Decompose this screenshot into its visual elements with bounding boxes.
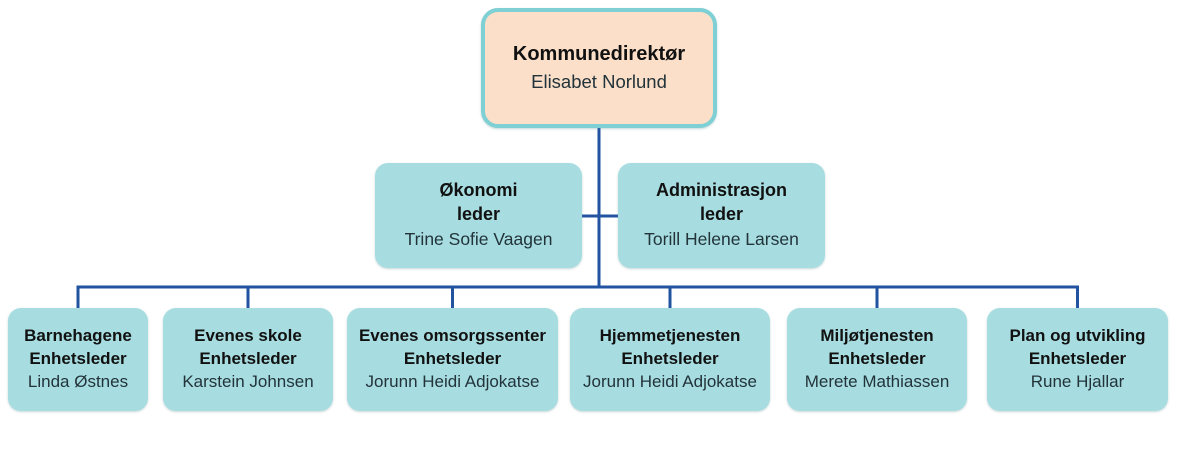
org-box-evenes-omsorgssenter: Evenes omsorgssenter Enhetsleder Jorunn … <box>347 308 558 411</box>
org-box-kommunedirektor: Kommunedirektør Elisabet Norlund <box>481 8 717 128</box>
org-box-name: Trine Sofie Vaagen <box>404 228 553 249</box>
org-box-plan-og-utvikling: Plan og utvikling Enhetsleder Rune Hjall… <box>987 308 1168 411</box>
org-box-title: Miljøtjenesten Enhetsleder <box>820 326 934 368</box>
org-box-title: Hjemmetjenesten Enhetsleder <box>599 326 741 368</box>
org-box-title: Økonomi leder <box>439 180 518 225</box>
org-box-title: Administrasjon leder <box>655 180 788 225</box>
org-box-name: Karstein Johnsen <box>182 371 314 391</box>
org-box-title: Barnehagene Enhetsleder <box>24 326 132 368</box>
org-box-hjemmetjenesten: Hjemmetjenesten Enhetsleder Jorunn Heidi… <box>570 308 770 411</box>
org-box-title: Evenes skole Enhetsleder <box>194 326 302 368</box>
org-box-name: Jorunn Heidi Adjokatse <box>583 371 757 391</box>
org-box-name: Rune Hjallar <box>1030 371 1125 391</box>
org-box-title: Kommunedirektør <box>512 42 686 65</box>
org-box-name: Jorunn Heidi Adjokatse <box>365 371 540 391</box>
org-box-administrasjon-leder: Administrasjon leder Torill Helene Larse… <box>618 163 825 268</box>
org-box-title: Evenes omsorgssenter Enhetsleder <box>358 326 547 368</box>
org-box-okonomi-leder: Økonomi leder Trine Sofie Vaagen <box>375 163 582 268</box>
org-box-name: Merete Mathiassen <box>804 371 950 391</box>
org-box-barnehagene: Barnehagene Enhetsleder Linda Østnes <box>8 308 148 411</box>
org-box-name: Linda Østnes <box>27 371 129 391</box>
org-box-miljotjenesten: Miljøtjenesten Enhetsleder Merete Mathia… <box>787 308 967 411</box>
org-box-title: Plan og utvikling Enhetsleder <box>1009 326 1146 368</box>
connector-rail <box>76 285 1079 308</box>
org-box-name: Elisabet Norlund <box>531 71 667 93</box>
org-box-evenes-skole: Evenes skole Enhetsleder Karstein Johnse… <box>163 308 333 411</box>
org-box-name: Torill Helene Larsen <box>644 228 799 249</box>
